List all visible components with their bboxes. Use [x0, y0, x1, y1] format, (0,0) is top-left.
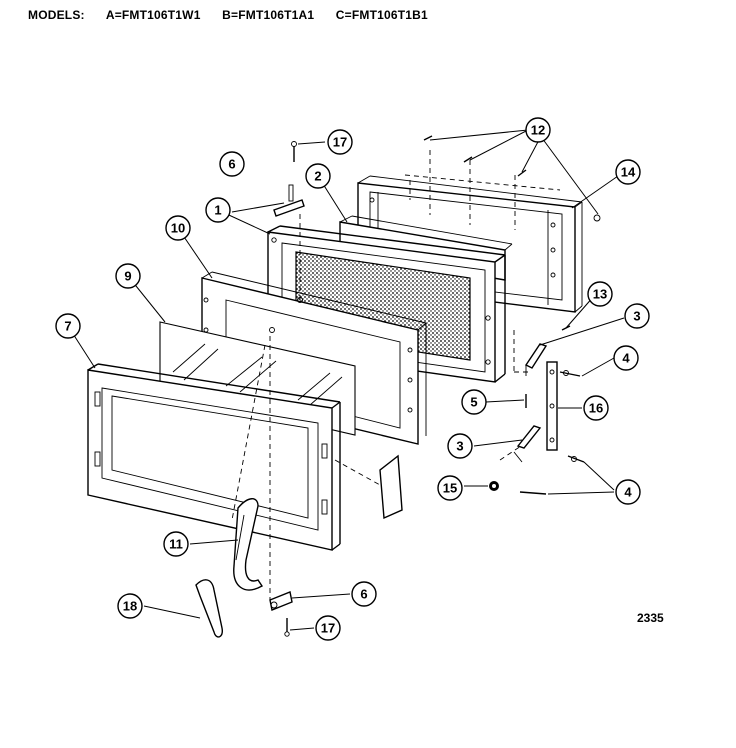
- svg-text:1: 1: [214, 203, 221, 218]
- part-3-bracket-top: [524, 343, 548, 376]
- svg-text:3: 3: [456, 439, 463, 454]
- callout-6-top: 6: [219, 151, 245, 177]
- callout-13: 13: [587, 281, 613, 307]
- part-6-latch-bracket-bottom: [269, 591, 293, 611]
- callout-2: 2: [305, 163, 331, 189]
- callout-18: 18: [117, 593, 143, 619]
- svg-text:15: 15: [443, 481, 457, 496]
- callout-3-top: 3: [624, 303, 650, 329]
- callout-1: 1: [205, 197, 231, 223]
- callout-7: 7: [55, 313, 81, 339]
- svg-text:11: 11: [169, 537, 183, 552]
- callout-17-top: 17: [327, 129, 353, 155]
- callout-6-bottom: 6: [351, 581, 377, 607]
- svg-text:14: 14: [621, 165, 636, 180]
- svg-text:6: 6: [360, 587, 367, 602]
- svg-text:4: 4: [622, 351, 630, 366]
- svg-text:2: 2: [314, 169, 321, 184]
- callout-11: 11: [163, 531, 189, 557]
- callout-3-bottom: 3: [447, 433, 473, 459]
- callout-9: 9: [115, 263, 141, 289]
- model-b: B=FMT106T1A1: [222, 8, 315, 22]
- svg-text:4: 4: [624, 485, 632, 500]
- models-label: MODELS:: [28, 8, 85, 22]
- callout-4-bottom: 4: [615, 479, 641, 505]
- models-header: MODELS: A=FMT106T1W1 B=FMT106T1A1 C=FMT1…: [28, 8, 446, 22]
- part-3-bracket-bottom: [513, 425, 542, 463]
- part-12-screws: [423, 135, 601, 222]
- callout-5: 5: [461, 389, 487, 415]
- callout-10: 10: [165, 215, 191, 241]
- part-15-nut: [489, 481, 499, 491]
- part-17-screw-top: [291, 141, 297, 162]
- part-17-screw-bottom: [284, 618, 290, 637]
- callout-15: 15: [437, 475, 463, 501]
- assembly-guide-lines: [231, 150, 561, 600]
- svg-text:13: 13: [593, 287, 607, 302]
- svg-text:17: 17: [321, 621, 335, 636]
- svg-text:9: 9: [124, 269, 131, 284]
- part-7-outer-door: [87, 363, 341, 551]
- model-a: A=FMT106T1W1: [105, 8, 201, 22]
- svg-text:3: 3: [633, 309, 640, 324]
- part-6-latch-bracket-top: [273, 184, 305, 217]
- svg-text:7: 7: [64, 319, 71, 334]
- svg-text:16: 16: [589, 401, 603, 416]
- svg-text:10: 10: [171, 221, 185, 236]
- callout-14: 14: [615, 159, 641, 185]
- part-4-screws: [519, 370, 585, 495]
- part-18-handle-trim: [195, 579, 224, 638]
- door-seal-piece: [379, 454, 403, 520]
- callout-16: 16: [583, 395, 609, 421]
- svg-text:18: 18: [123, 599, 137, 614]
- model-c: C=FMT106T1B1: [335, 8, 428, 22]
- svg-text:6: 6: [228, 157, 235, 172]
- part-11-door-handle: [233, 498, 264, 591]
- callout-4-top: 4: [613, 345, 639, 371]
- callout-17-bottom: 17: [315, 615, 341, 641]
- drawing-code: 2335: [637, 611, 664, 625]
- svg-text:12: 12: [531, 123, 545, 138]
- svg-text:5: 5: [470, 395, 477, 410]
- part-16-hinge-bar: [546, 361, 558, 451]
- svg-text:17: 17: [333, 135, 347, 150]
- callout-12: 12: [525, 117, 551, 143]
